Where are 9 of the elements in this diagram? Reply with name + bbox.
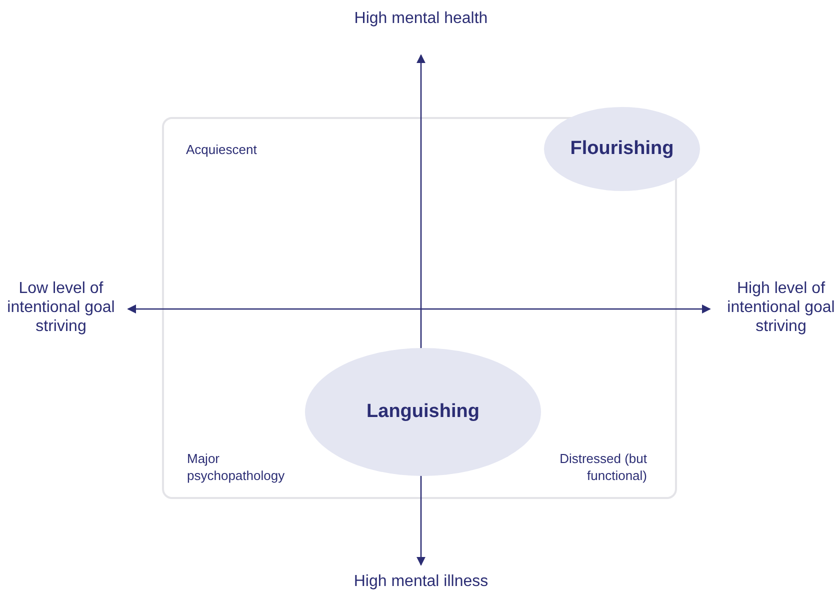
axis-label: Low level of intentional goal striving bbox=[6, 279, 116, 336]
axis-label: High level of intentional goal striving bbox=[726, 279, 835, 336]
axis-label: High mental illness bbox=[352, 572, 490, 591]
state-label: Languishing bbox=[366, 401, 480, 423]
quadrant-label: Acquiescent bbox=[186, 141, 257, 158]
state-label: Flourishing bbox=[570, 138, 674, 160]
quadrant-label: Major psychopathology bbox=[187, 450, 286, 484]
quadrant-label: Distressed (but functional) bbox=[558, 450, 647, 484]
axis-label: High mental health bbox=[353, 9, 489, 28]
